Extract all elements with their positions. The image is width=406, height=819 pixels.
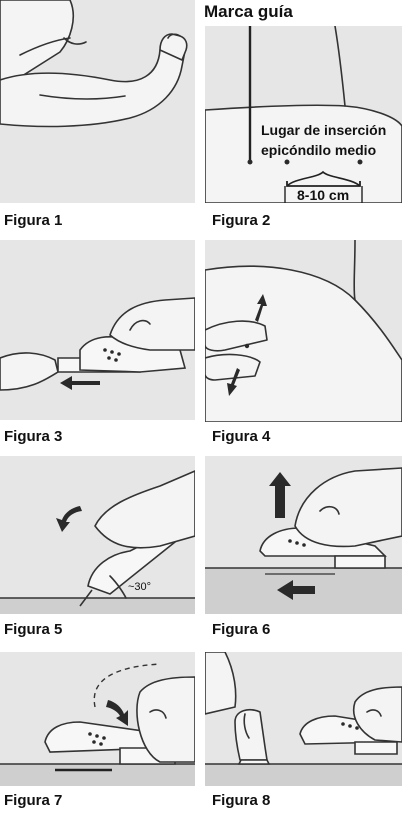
figure-7-caption: Figura 7	[4, 792, 63, 809]
figure-8-panel	[205, 652, 402, 786]
figure-1-panel	[0, 0, 195, 203]
figure-4-caption: Figura 4	[212, 428, 271, 445]
arm-raised-illustration	[0, 0, 188, 128]
release-applicator-illustration	[205, 467, 402, 614]
figure-6-panel	[205, 456, 402, 614]
figure-6-caption: Figura 6	[212, 621, 271, 638]
insertion-site-line2: epicóndilo medio	[261, 142, 377, 158]
figure-2-caption: Figura 2	[212, 212, 271, 229]
arm-insertion-site-illustration	[205, 26, 402, 203]
check-sensor-illustration	[205, 652, 402, 786]
figure-3-caption: Figura 3	[4, 428, 63, 445]
press-plunger-illustration	[0, 663, 195, 786]
distance-label: 8-10 cm	[297, 187, 350, 203]
figure-4-panel	[205, 240, 402, 422]
figure-5-caption: Figura 5	[4, 621, 63, 638]
figure-1-caption: Figura 1	[4, 212, 63, 229]
angle-label: ~30°	[128, 581, 152, 593]
guide-mark-label: Marca guía	[204, 2, 293, 21]
stretch-skin-illustration	[205, 240, 402, 422]
insert-angle-illustration	[0, 470, 195, 614]
insertion-site-line1: Lugar de inserción	[261, 122, 387, 138]
remove-cap-illustration	[0, 297, 195, 391]
figure-2-panel: Lugar de inserción epicóndilo medio 8-10…	[205, 26, 402, 203]
figure-3-panel	[0, 240, 195, 420]
figure-8-caption: Figura 8	[212, 792, 271, 809]
figure-7-panel	[0, 652, 195, 786]
figure-5-panel: ~30°	[0, 456, 195, 614]
